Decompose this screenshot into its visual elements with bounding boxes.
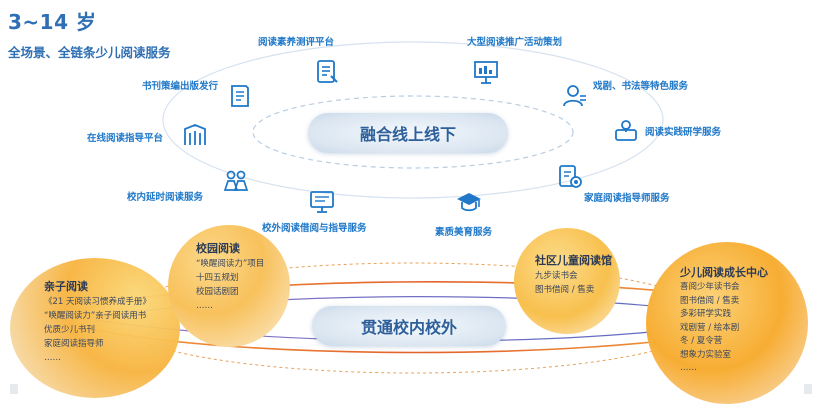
list-item: 校园话剧团 [196, 287, 239, 297]
campus-reading-items: “唤醒阅读力”项目 十四五规划 校园话剧团 …… [196, 257, 264, 313]
research-tools-icon [612, 116, 640, 144]
bottom-ring-center-label: 贯通校内校外 [312, 306, 506, 346]
service-label-publishing: 书刊策编出版发行 [142, 81, 219, 92]
family-guide-certificate-icon [556, 163, 584, 191]
page-title: 3~14 岁 [8, 10, 97, 34]
list-item: 十四五规划 [196, 273, 239, 283]
campus-reading-circle [168, 225, 290, 347]
service-label-offschool-borrowing: 校外阅读借阅与指导服务 [262, 223, 367, 234]
library-computer-icon [308, 188, 336, 216]
service-label-research-practice: 阅读实践研学服务 [645, 127, 722, 138]
top-ring-inner [252, 95, 574, 169]
document-evaluation-icon [313, 58, 341, 86]
book-publishing-icon [226, 82, 254, 110]
user-profile-icon [560, 82, 588, 110]
list-item: …… [44, 353, 61, 363]
presentation-board-icon [472, 58, 500, 86]
list-item: 喜阅少年读书会 [680, 282, 740, 292]
service-label-online-guidance: 在线阅读指导平台 [87, 133, 164, 144]
online-reading-icon [181, 121, 209, 149]
community-library-title: 社区儿童阅读馆 [535, 254, 612, 267]
service-label-promotion-events: 大型阅读推广活动策划 [467, 37, 563, 48]
parent-child-reading-circle [10, 258, 180, 398]
page-subtitle: 全场景、全链条少儿阅读服务 [8, 45, 171, 60]
parent-child-reading-items: 《21 天阅读习惯养成手册》 “唤醒阅读力”亲子阅读用书 优质少儿书刊 家庭阅读… [44, 295, 151, 365]
service-label-literacy-assessment: 阅读素养测评平台 [258, 37, 335, 48]
list-item: 图书借阅 / 售卖 [680, 295, 740, 306]
list-item: 九步读书会 [535, 271, 578, 281]
parent-child-reading-title: 亲子阅读 [44, 280, 88, 293]
top-ring-outer [162, 41, 664, 199]
top-ring-center-label: 融合线上线下 [308, 113, 508, 153]
corner-mark-left [10, 384, 18, 394]
list-item: 冬 / 夏令营 [680, 336, 723, 346]
community-library-items: 九步读书会 图书借阅 / 售卖 [535, 269, 594, 297]
students-icon [222, 166, 250, 194]
list-item: …… [196, 301, 213, 311]
list-item: 优质少儿书刊 [44, 325, 96, 335]
corner-mark-right [804, 384, 812, 394]
graduation-cap-icon [455, 188, 483, 216]
community-library-circle [514, 228, 620, 334]
service-label-extended-school: 校内延时阅读服务 [127, 192, 204, 203]
campus-reading-title: 校园阅读 [196, 242, 240, 255]
growth-center-items: 喜阅少年读书会 图书借阅 / 售卖 多彩研学实践 戏剧营 / 绘本剧 冬 / 夏… [680, 281, 740, 376]
list-item: 戏剧营 / 绘本剧 [680, 322, 740, 333]
service-label-aesthetic-education: 素质美育服务 [435, 227, 493, 238]
list-item: 《21 天阅读习惯养成手册》 [44, 297, 152, 307]
list-item: 多彩研学实践 [680, 309, 732, 319]
list-item: 想象力实验室 [680, 349, 732, 360]
list-item: …… [680, 363, 697, 373]
list-item: 家庭阅读指导师 [44, 339, 104, 349]
list-item: “唤醒阅读力”亲子阅读用书 [44, 311, 147, 321]
growth-center-circle [646, 242, 808, 404]
service-label-family-guide: 家庭阅读指导师服务 [584, 193, 670, 204]
list-item: 图书借阅 / 售卖 [535, 285, 595, 295]
service-label-special-services: 戏剧、书法等特色服务 [593, 81, 689, 92]
list-item: “唤醒阅读力”项目 [196, 259, 265, 269]
growth-center-title: 少儿阅读成长中心 [680, 266, 768, 279]
